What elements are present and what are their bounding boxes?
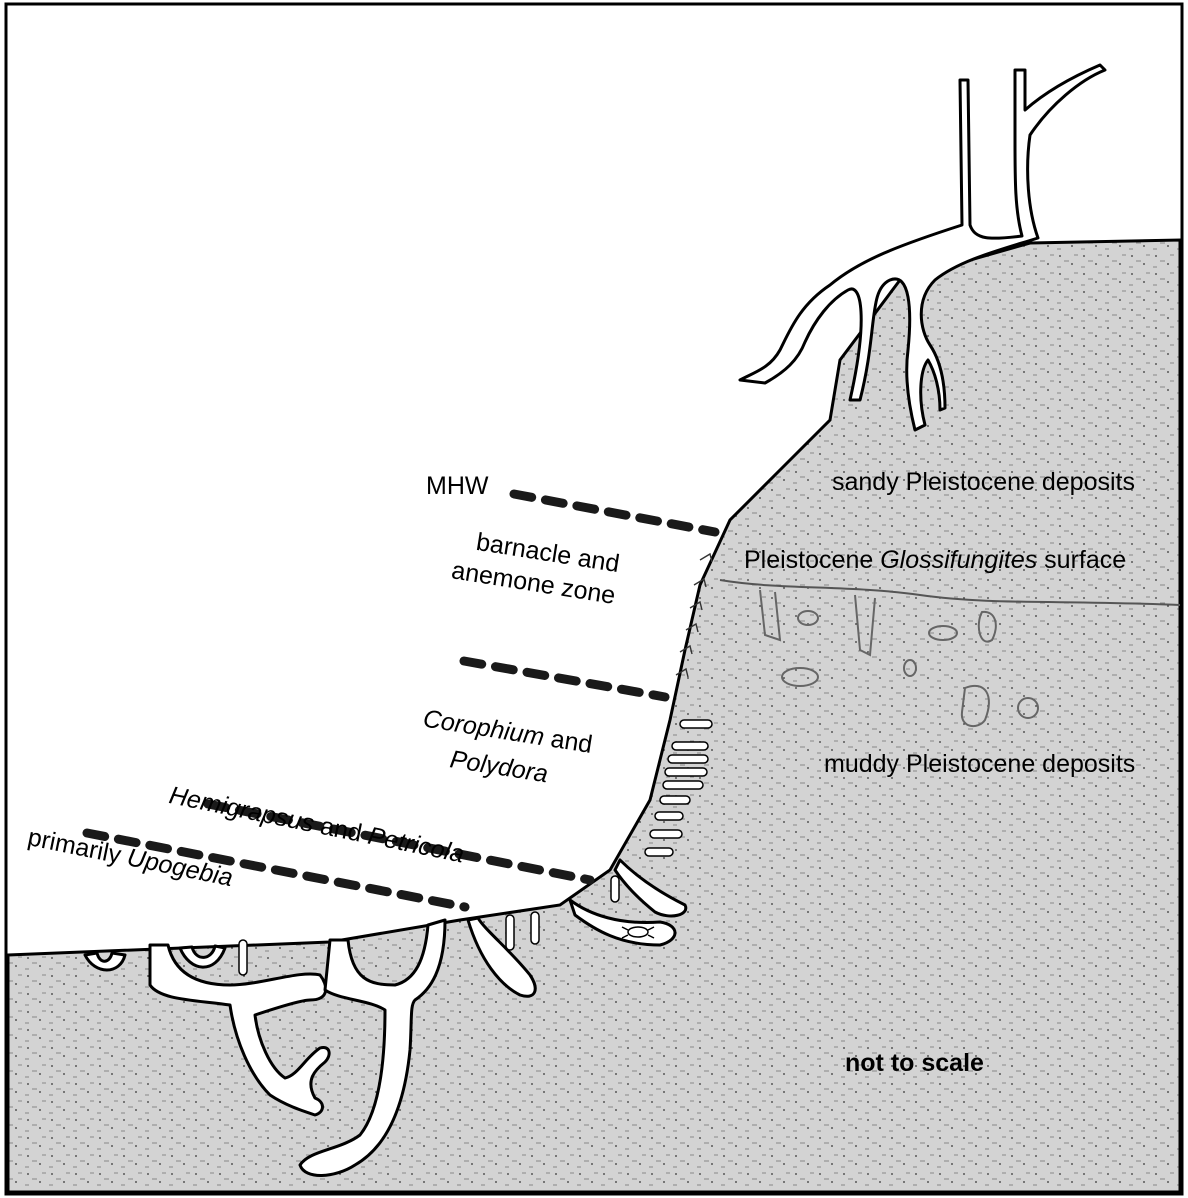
sandy-deposits-label: sandy Pleistocene deposits (832, 468, 1135, 496)
muddy-deposits-label: muddy Pleistocene deposits (824, 750, 1135, 778)
not-to-scale-label: not to scale (845, 1049, 984, 1077)
glossifungites-label: Pleistocene Glossifungites surface (744, 546, 1126, 574)
mhw-label: MHW (426, 472, 489, 500)
